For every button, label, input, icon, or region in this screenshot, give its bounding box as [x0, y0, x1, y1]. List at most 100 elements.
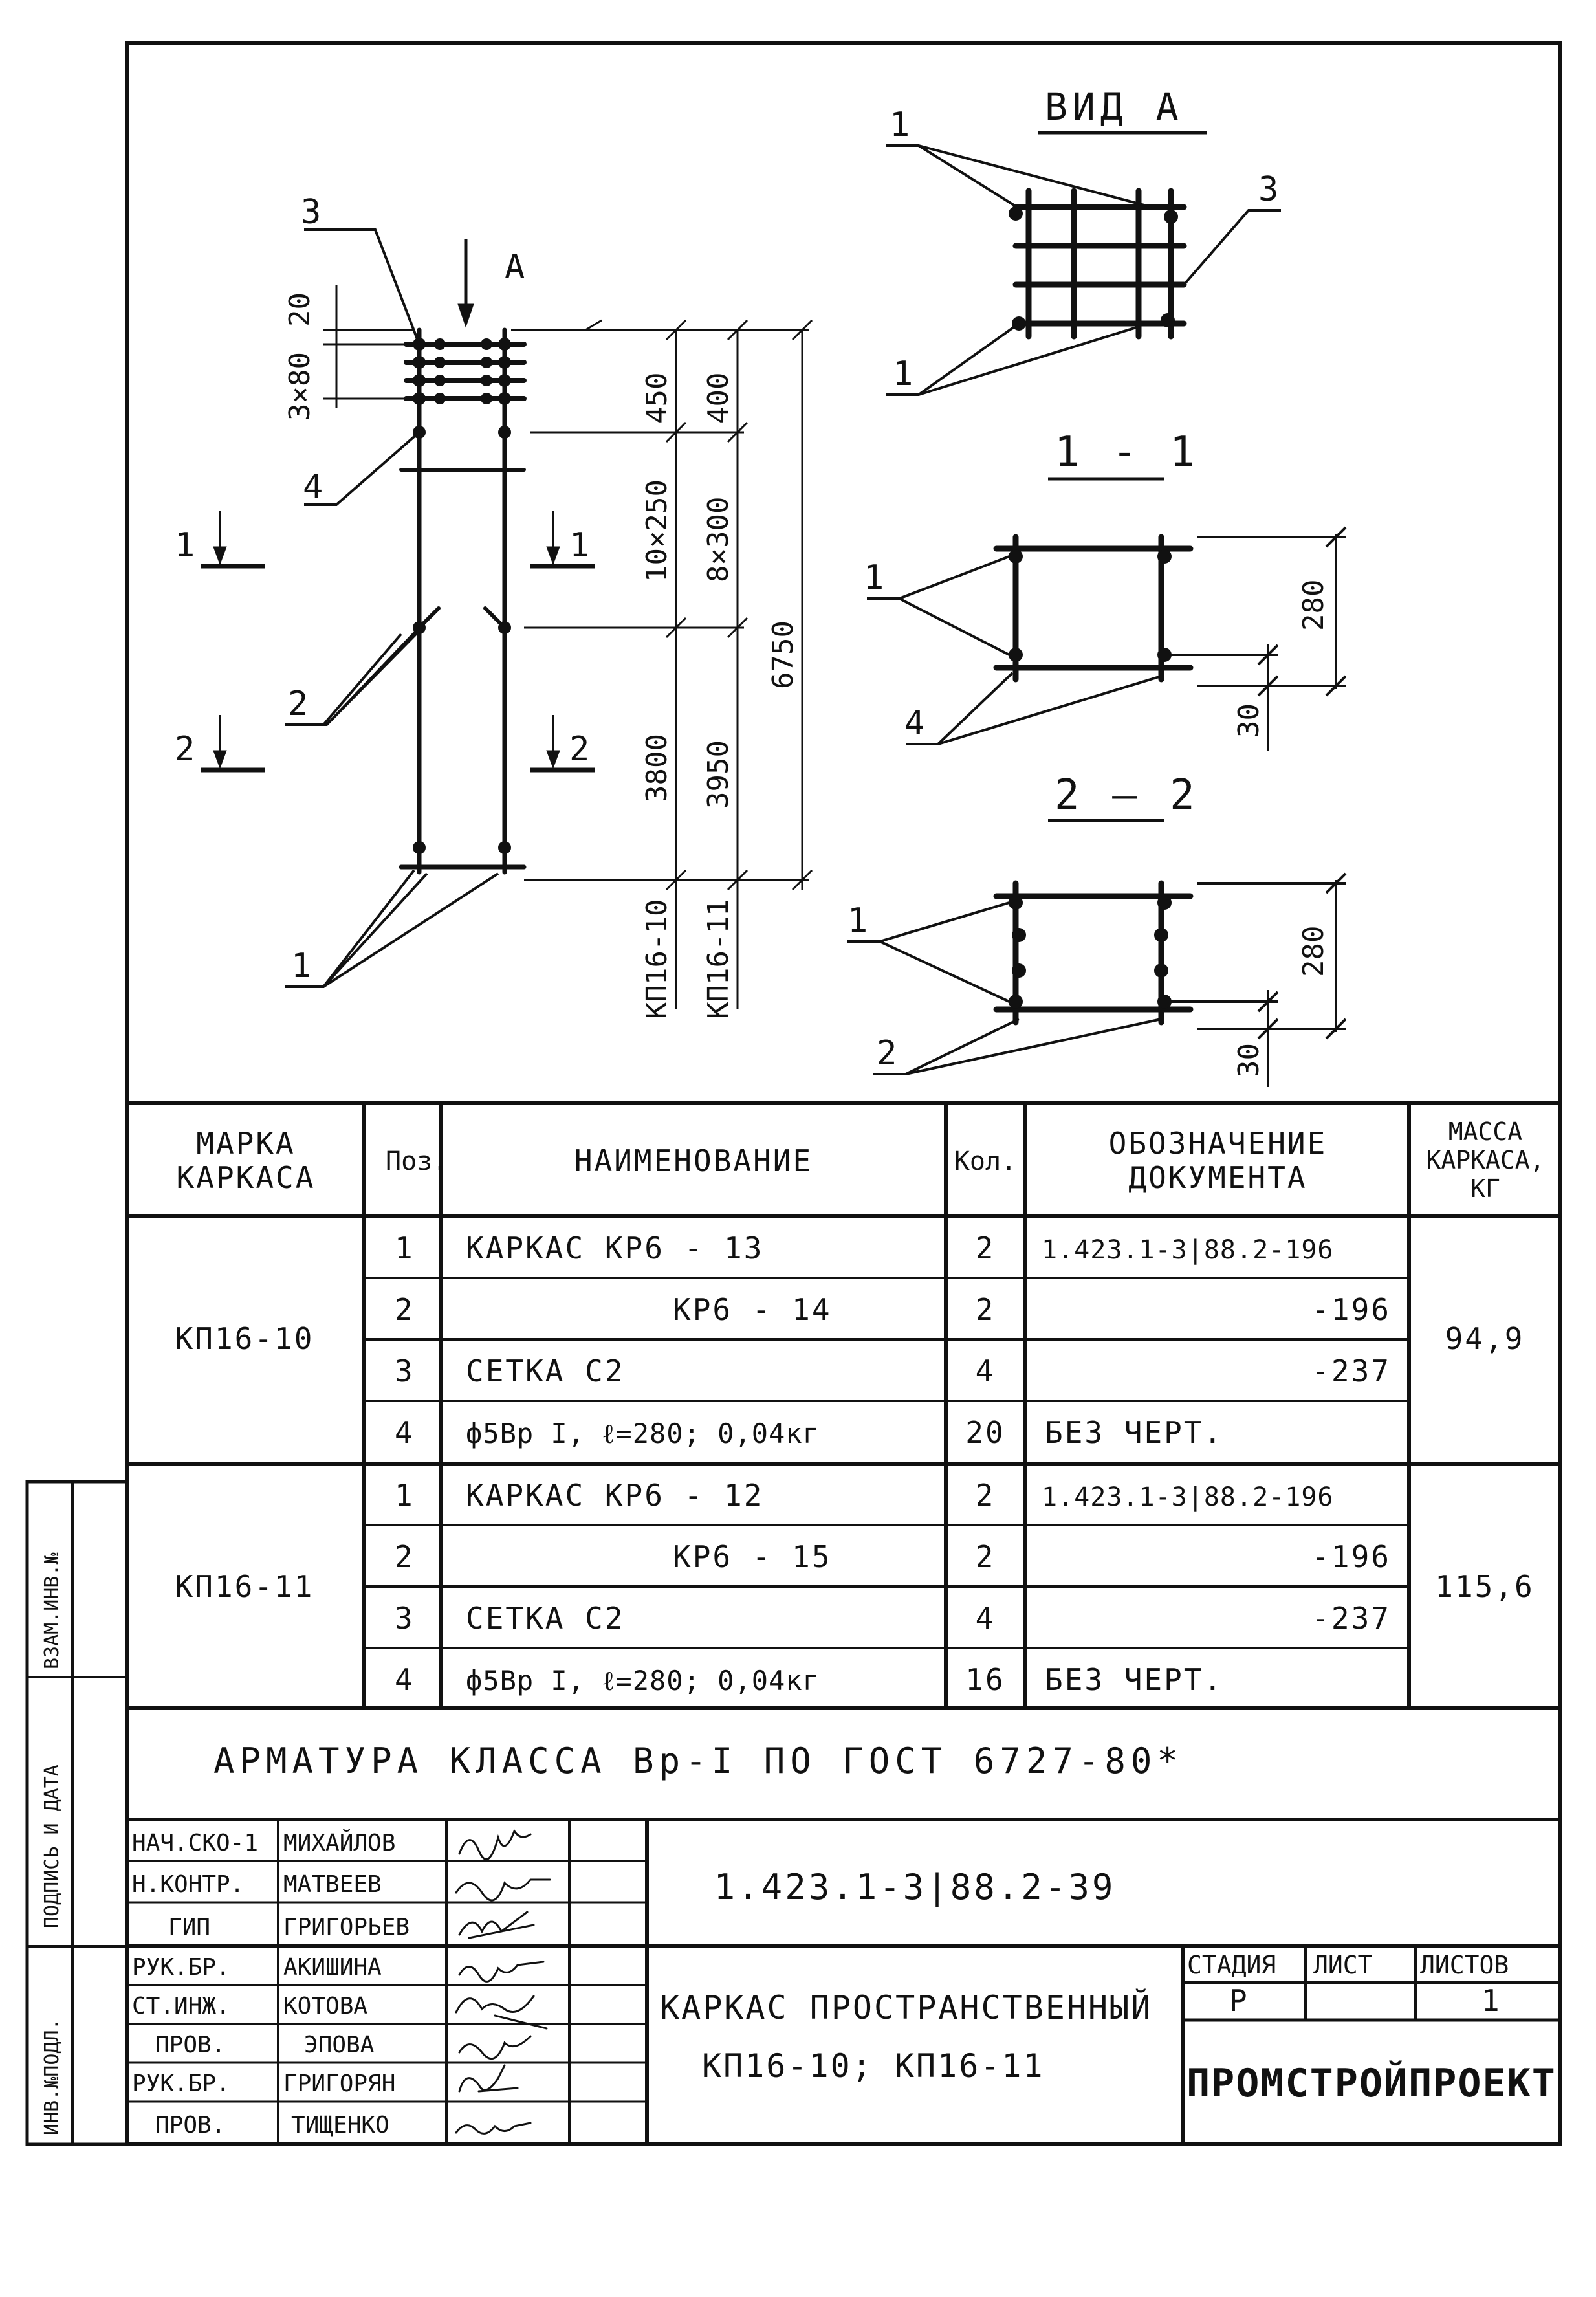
row-doc: БЕЗ ЧЕРТ.	[1045, 1662, 1223, 1697]
row-name: КР6 - 15	[673, 1539, 832, 1574]
section-1-title: 1 - 1	[1055, 428, 1199, 476]
view-a-grid	[1012, 188, 1187, 340]
section-2-leaders	[847, 872, 1347, 1087]
row-pos: 2	[395, 1539, 415, 1574]
side-stamp: ВЗАМ.ИНВ.№ ПОДПИСЬ И ДАТА ИНВ.№ПОДЛ.	[41, 1552, 63, 2135]
row-name: ф5Вр I, ℓ=280; 0,04кг	[466, 1418, 820, 1449]
sign-name: ГРИГОРЯН	[283, 2071, 395, 2097]
row-pos: 2	[395, 1292, 415, 1327]
row-name: СЕТКА С2	[466, 1354, 625, 1389]
row-qty: 4	[976, 1354, 996, 1389]
row-name: КР6 - 14	[673, 1292, 832, 1327]
row-doc: БЕЗ ЧЕРТ.	[1045, 1415, 1223, 1450]
doc-code: 1.423.1-3|88.2-39	[714, 1867, 1116, 1907]
group-mark: КП16-10	[175, 1321, 314, 1356]
sign-name: АКИШИНА	[283, 1954, 382, 1981]
drawing-title-line1: КАРКАС ПРОСТРАНСТВЕННЫЙ	[660, 1988, 1152, 2027]
elevation-bar-dots	[413, 338, 511, 854]
row-qty: 2	[976, 1292, 996, 1327]
spec-group-kp1611: КП16-11 115,6 1 КАРКАС КР6 - 12 2 1.423.…	[175, 1478, 1534, 1697]
callout-pos-2: 2	[288, 685, 308, 723]
row-pos: 1	[395, 1231, 415, 1266]
sign-role: Н.КОНТР.	[132, 1871, 244, 1898]
view-a-callout-3: 3	[1258, 170, 1278, 209]
header-pos: Поз.	[386, 1147, 448, 1176]
row-qty: 2	[976, 1231, 996, 1266]
row-pos: 3	[395, 1354, 415, 1389]
dim-3800: 3800	[640, 734, 673, 802]
view-a-dots	[1009, 206, 1178, 331]
sign-name: МИХАЙЛОВ	[283, 1829, 395, 1856]
sign-role: РУК.БР.	[132, 1954, 230, 1981]
section-1-leaders	[867, 526, 1347, 751]
sign-role: РУК.БР.	[132, 2071, 230, 2097]
group-mass: 115,6	[1435, 1569, 1534, 1604]
row-name: КАРКАС КР6 - 13	[466, 1231, 763, 1266]
row-name: ф5Вр I, ℓ=280; 0,04кг	[466, 1665, 820, 1697]
group-mark: КП16-11	[175, 1569, 314, 1604]
section-2-dim-30: 30	[1232, 1043, 1265, 1077]
dim-10x250: 10×250	[640, 479, 673, 582]
row-qty: 16	[965, 1662, 1005, 1697]
row-name: СЕТКА С2	[466, 1601, 625, 1636]
sign-role: СТ.ИНЖ.	[132, 1993, 230, 2019]
section-2-dots	[1009, 896, 1172, 1009]
sign-name: КОТОВА	[283, 1993, 367, 2019]
dim-400: 400	[702, 373, 735, 424]
sign-name: ГРИГОРЬЕВ	[283, 1914, 410, 1940]
elevation-dimension-lines	[323, 285, 813, 1009]
row-pos: 1	[395, 1478, 415, 1513]
section-mark-2-right: 2	[569, 730, 589, 769]
stage-value: Р	[1229, 1983, 1249, 2018]
row-qty: 2	[976, 1539, 996, 1574]
elevation-view	[399, 327, 527, 875]
header-doc: ОБОЗНАЧЕНИЕ ДОКУМЕНТА	[1108, 1126, 1328, 1195]
callout-pos-4: 4	[303, 468, 323, 507]
row-pos: 3	[395, 1601, 415, 1636]
organization-stamp: ПРОМСТРОЙПРОЕКТ	[1186, 2060, 1557, 2106]
section-1-callout-4: 4	[904, 704, 924, 743]
spec-table-grid	[127, 1101, 1560, 1710]
sign-role: ПРОВ.	[155, 2112, 225, 2138]
section-mark-1-left: 1	[175, 526, 195, 565]
view-arrow-a	[457, 239, 474, 328]
sign-name: ЭПОВА	[304, 2032, 375, 2058]
side-stamp-vzam: ВЗАМ.ИНВ.№	[41, 1552, 63, 1669]
row-doc: -237	[1311, 1354, 1391, 1389]
row-qty: 20	[965, 1415, 1005, 1450]
dim-col-kp1611: КП16-11	[702, 899, 735, 1019]
dim-450: 450	[640, 373, 673, 424]
row-doc: -196	[1311, 1292, 1391, 1327]
section-1-callout-1: 1	[864, 558, 884, 597]
group-mass: 94,9	[1445, 1321, 1525, 1356]
section-1-dots	[1009, 549, 1172, 662]
section-2-title: 2 — 2	[1055, 771, 1199, 819]
row-name: КАРКАС КР6 - 12	[466, 1478, 763, 1513]
sign-name: ТИЩЕНКО	[291, 2112, 389, 2138]
dim-20: 20	[283, 292, 316, 327]
header-mass: МАССА КАРКАСА, КГ	[1426, 1117, 1545, 1203]
dim-3x80: 3×80	[283, 352, 316, 421]
elevation-leaders	[285, 228, 499, 988]
side-stamp-podpis: ПОДПИСЬ И ДАТА	[41, 1764, 63, 1928]
view-arrow-label: А	[505, 248, 525, 287]
section-2-dim-280: 280	[1297, 926, 1330, 977]
handwritten-signatures	[455, 1829, 551, 2135]
callout-pos-1: 1	[291, 947, 311, 985]
row-doc: 1.423.1-3|88.2-196	[1042, 1482, 1333, 1512]
sign-role: ГИП	[168, 1914, 210, 1940]
callout-pos-3: 3	[301, 193, 321, 232]
sign-role: ПРОВ.	[155, 2032, 225, 2058]
section-2-callout-1: 1	[847, 901, 868, 940]
view-a-leaders	[886, 144, 1281, 396]
dim-6750: 6750	[767, 621, 800, 689]
spec-table-header: МАРКА КАРКАСА Поз. НАИМЕНОВАНИЕ Кол. ОБО…	[177, 1117, 1545, 1203]
row-doc: 1.423.1-3|88.2-196	[1042, 1235, 1333, 1265]
sheet-frame	[25, 41, 1562, 2146]
row-qty: 4	[976, 1601, 996, 1636]
section-mark-1-right: 1	[569, 526, 589, 565]
section-1-dim-30: 30	[1232, 703, 1265, 738]
signature-table: НАЧ.СКО-1 МИХАЙЛОВ Н.КОНТР. МАТВЕЕВ ГИП …	[132, 1829, 410, 2138]
drawing-title-line2: КП16-10; КП16-11	[702, 2047, 1045, 2085]
